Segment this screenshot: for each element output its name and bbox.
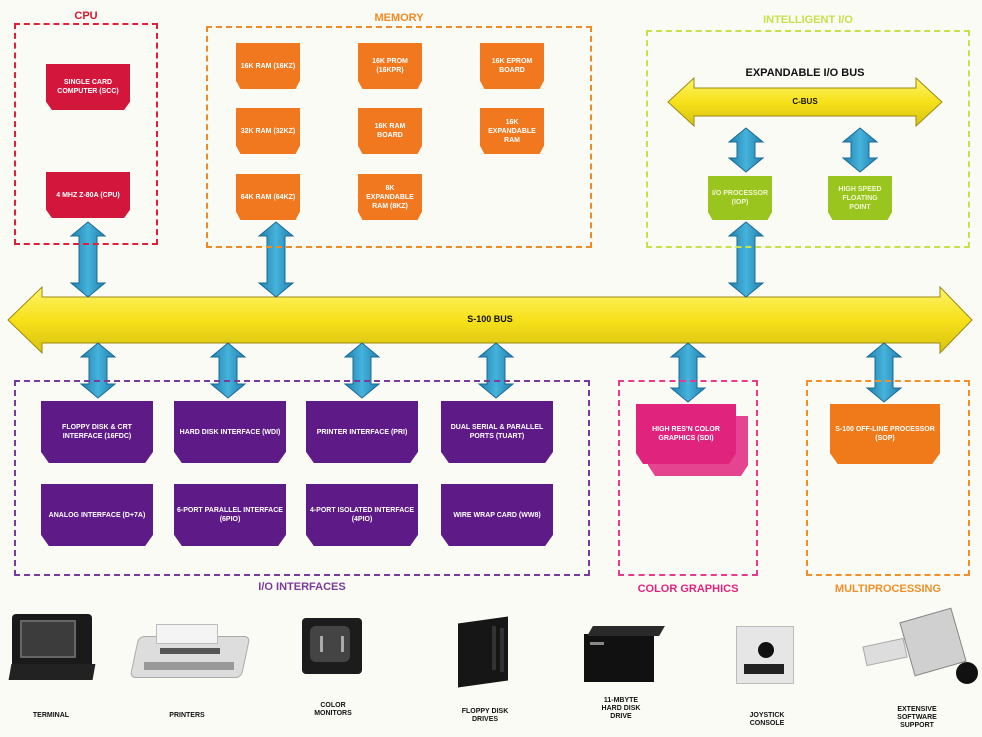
color-graphics-group-title: COLOR GRAPHICS [637,583,739,595]
connector-arrow-multiproc [865,342,903,403]
s100-bus-arrow [7,285,973,355]
device-label-printers: PRINTERS [169,712,205,719]
intelligent-card-fpb: HIGH SPEED FLOATING POINT [828,176,892,220]
c-bus-arrow [667,76,943,128]
color-graphics-group [618,380,758,576]
software-icon [860,607,980,692]
intelligent-card-iop: I/O PROCESSOR (IOP) [708,176,772,220]
io-interfaces-group-title: I/O INTERFACES [258,581,346,593]
device-label-floppy-disk-drives: FLOPPY DISK DRIVES [461,708,509,723]
memory-card: 32K RAM (32KZ) [236,108,300,154]
intelligent-io-group-title: INTELLIGENT I/O [763,14,853,26]
connector-arrow-cbus-fpb [841,127,879,173]
io-card: 4-PORT ISOLATED INTERFACE (4PIO) [306,484,418,546]
connector-arrow-io1 [79,342,117,399]
color-monitor-icon [302,618,362,682]
memory-group [206,26,592,248]
intelligent-io-group [646,30,970,248]
io-card: DUAL SERIAL & PARALLEL PORTS (TUART) [441,401,553,463]
io-card: PRINTER INTERFACE (PRI) [306,401,418,463]
cpu-card-scc: SINGLE CARD COMPUTER (SCC) [46,64,130,110]
cpu-card-z80: 4 MHZ Z-80A (CPU) [46,172,130,218]
device-label-color-monitors: COLOR MONITORS [314,702,352,717]
connector-arrow-graphics [669,342,707,403]
s100-bus-label: S-100 BUS [467,314,513,324]
multiprocessing-group [806,380,970,576]
connector-arrow-iop [727,221,765,298]
multiproc-card: S-100 OFF-LINE PROCESSOR (SOP) [830,404,940,464]
memory-group-title: MEMORY [374,12,424,24]
device-label-terminal: TERMINAL [32,712,70,719]
connector-arrow-cpu [69,221,107,298]
multiprocessing-group-title: MULTIPROCESSING [834,583,942,595]
memory-card: 16K EPROM BOARD [480,43,544,89]
memory-card: 16K PROM (16KPR) [358,43,422,89]
graphics-card: HIGH RES'N COLOR GRAPHICS (SDI) [636,404,736,464]
device-label-software-support: EXTENSIVE SOFTWARE SUPPORT [897,706,937,729]
connector-arrow-io3 [343,342,381,399]
memory-card: 16K RAM BOARD [358,108,422,154]
floppy-drive-icon [454,614,514,688]
printer-icon [129,618,251,688]
io-card: HARD DISK INTERFACE (WDI) [174,401,286,463]
memory-card: 16K RAM (16KZ) [236,43,300,89]
io-card: ANALOG INTERFACE (D+7A) [41,484,153,546]
hard-disk-icon [584,626,665,684]
cpu-group [14,23,158,245]
io-interfaces-group [14,380,590,576]
device-label-hard-disk-drive: 11-MBYTE HARD DISK DRIVE [601,697,641,720]
device-label-joystick-console: JOYSTICK CONSOLE [749,712,785,727]
memory-card: 8K EXPANDABLE RAM (8KZ) [358,174,422,220]
expandable-io-bus-title: EXPANDABLE I/O BUS [745,67,865,79]
terminal-icon [8,614,96,684]
cpu-group-title: CPU [74,10,98,22]
io-card: 6-PORT PARALLEL INTERFACE (6PIO) [174,484,286,546]
io-card: WIRE WRAP CARD (WW8) [441,484,553,546]
connector-arrow-io4 [477,342,515,399]
connector-arrow-memory [257,221,295,298]
c-bus-label: C-BUS [792,97,818,106]
connector-arrow-cbus-iop [727,127,765,173]
joystick-icon [736,622,794,688]
memory-card: 64K RAM (64KZ) [236,174,300,220]
memory-card: 16K EXPANDABLE RAM [480,108,544,154]
connector-arrow-io2 [209,342,247,399]
io-card: FLOPPY DISK & CRT INTERFACE (16FDC) [41,401,153,463]
